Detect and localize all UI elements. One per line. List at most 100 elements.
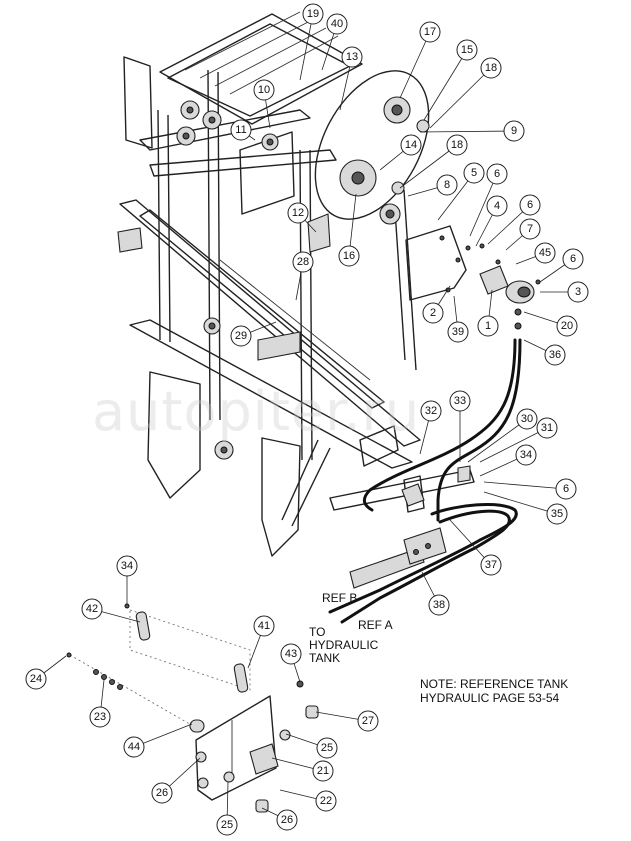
- callout-number: 38: [433, 599, 445, 611]
- callout-number: 8: [444, 179, 450, 191]
- callout-25: 25: [316, 737, 338, 759]
- callout-circle: [503, 120, 525, 142]
- callout-circle: [562, 248, 584, 270]
- callout-circle: [292, 251, 314, 273]
- callout-circle: [449, 390, 471, 412]
- callout-6: 6: [555, 478, 577, 500]
- callout-26: 26: [276, 809, 298, 831]
- callout-circle: [486, 195, 508, 217]
- callout-number: 36: [549, 349, 561, 361]
- callout-14: 14: [400, 134, 422, 156]
- callout-29: 29: [230, 325, 252, 347]
- callout-12: 12: [287, 202, 309, 224]
- callout-39: 39: [447, 321, 469, 343]
- callout-number: 25: [221, 819, 233, 831]
- callout-8: 8: [436, 174, 458, 196]
- callout-10: 10: [253, 79, 275, 101]
- to-hydraulic-tank-line1: TO: [309, 625, 326, 639]
- callout-6: 6: [486, 163, 508, 185]
- callout-number: 34: [520, 449, 532, 461]
- callout-number: 5: [471, 167, 477, 179]
- callout-number: 30: [521, 413, 533, 425]
- callout-circle: [546, 503, 568, 525]
- callout-number: 15: [461, 44, 473, 56]
- callout-number: 18: [485, 62, 497, 74]
- callout-circle: [534, 242, 556, 264]
- callout-number: 7: [527, 223, 533, 235]
- leader-line: [467, 418, 528, 463]
- leader-line: [469, 173, 498, 237]
- leader-line: [483, 491, 558, 515]
- callout-circle: [338, 245, 360, 267]
- callout-20: 20: [556, 315, 578, 337]
- callout-35: 35: [546, 503, 568, 525]
- callout-number: 26: [156, 787, 168, 799]
- callout-22: 22: [315, 790, 337, 812]
- callout-number: 28: [297, 256, 309, 268]
- callout-circle: [480, 57, 502, 79]
- callout-circle: [230, 119, 252, 141]
- callout-circle: [316, 737, 338, 759]
- callout-circle: [544, 344, 566, 366]
- callout-circle: [287, 202, 309, 224]
- callout-number: 25: [321, 742, 333, 754]
- callout-number: 6: [494, 168, 500, 180]
- callout-circle: [216, 814, 238, 836]
- callout-circle: [480, 554, 502, 576]
- callout-5: 5: [463, 162, 485, 184]
- callout-9: 9: [503, 120, 525, 142]
- to-hydraulic-tank-line3: TANK: [309, 651, 341, 665]
- callout-number: 45: [539, 247, 551, 259]
- callout-circle: [447, 321, 469, 343]
- callout-45: 45: [534, 242, 556, 264]
- callout-number: 39: [452, 326, 464, 338]
- callout-circle: [151, 782, 173, 804]
- callout-number: 10: [258, 84, 270, 96]
- callout-circle: [428, 594, 450, 616]
- callout-44: 44: [123, 736, 145, 758]
- callout-18: 18: [480, 57, 502, 79]
- callout-1: 1: [477, 315, 499, 337]
- callout-number: 41: [258, 620, 270, 632]
- callout-circle: [123, 736, 145, 758]
- callout-circle: [516, 408, 538, 430]
- callout-number: 34: [121, 560, 133, 572]
- callout-3: 3: [567, 281, 589, 303]
- callout-16: 16: [338, 245, 360, 267]
- upper-frame-assembly: [117, 11, 475, 557]
- callout-circle: [89, 706, 111, 728]
- callout-number: 11: [235, 124, 246, 136]
- callout-circle: [422, 302, 444, 324]
- callout-43: 43: [280, 643, 302, 665]
- callout-number: 33: [454, 395, 466, 407]
- callout-circle: [276, 809, 298, 831]
- callout-circle: [419, 21, 441, 43]
- callout-number: 35: [551, 508, 563, 520]
- note-line2: HYDRAULIC PAGE 53-54: [420, 691, 560, 705]
- callout-number: 43: [285, 648, 297, 660]
- callout-24: 24: [25, 668, 47, 690]
- callout-28: 28: [292, 251, 314, 273]
- callout-number: 31: [541, 422, 553, 434]
- ref-b-label: REF B: [322, 591, 358, 605]
- callout-30: 30: [516, 408, 538, 430]
- callout-11: 11: [230, 119, 252, 141]
- callout-circle: [567, 281, 589, 303]
- callout-23: 23: [89, 706, 111, 728]
- callout-number: 29: [235, 330, 247, 342]
- callout-number: 23: [94, 711, 106, 723]
- callout-34: 34: [116, 555, 138, 577]
- note-line1: NOTE: REFERENCE TANK: [420, 677, 569, 691]
- callout-circle: [357, 710, 379, 732]
- callout-37: 37: [480, 554, 502, 576]
- leader-line: [419, 130, 515, 133]
- callout-18: 18: [446, 134, 468, 156]
- to-hydraulic-tank-line2: HYDRAULIC: [309, 638, 379, 652]
- callout-number: 42: [86, 603, 98, 615]
- callout-number: 13: [346, 51, 358, 63]
- callout-19: 19: [302, 3, 324, 25]
- leader-line: [429, 67, 492, 129]
- callout-circle: [312, 760, 334, 782]
- callout-31: 31: [536, 417, 558, 439]
- valve-group: [66, 603, 319, 813]
